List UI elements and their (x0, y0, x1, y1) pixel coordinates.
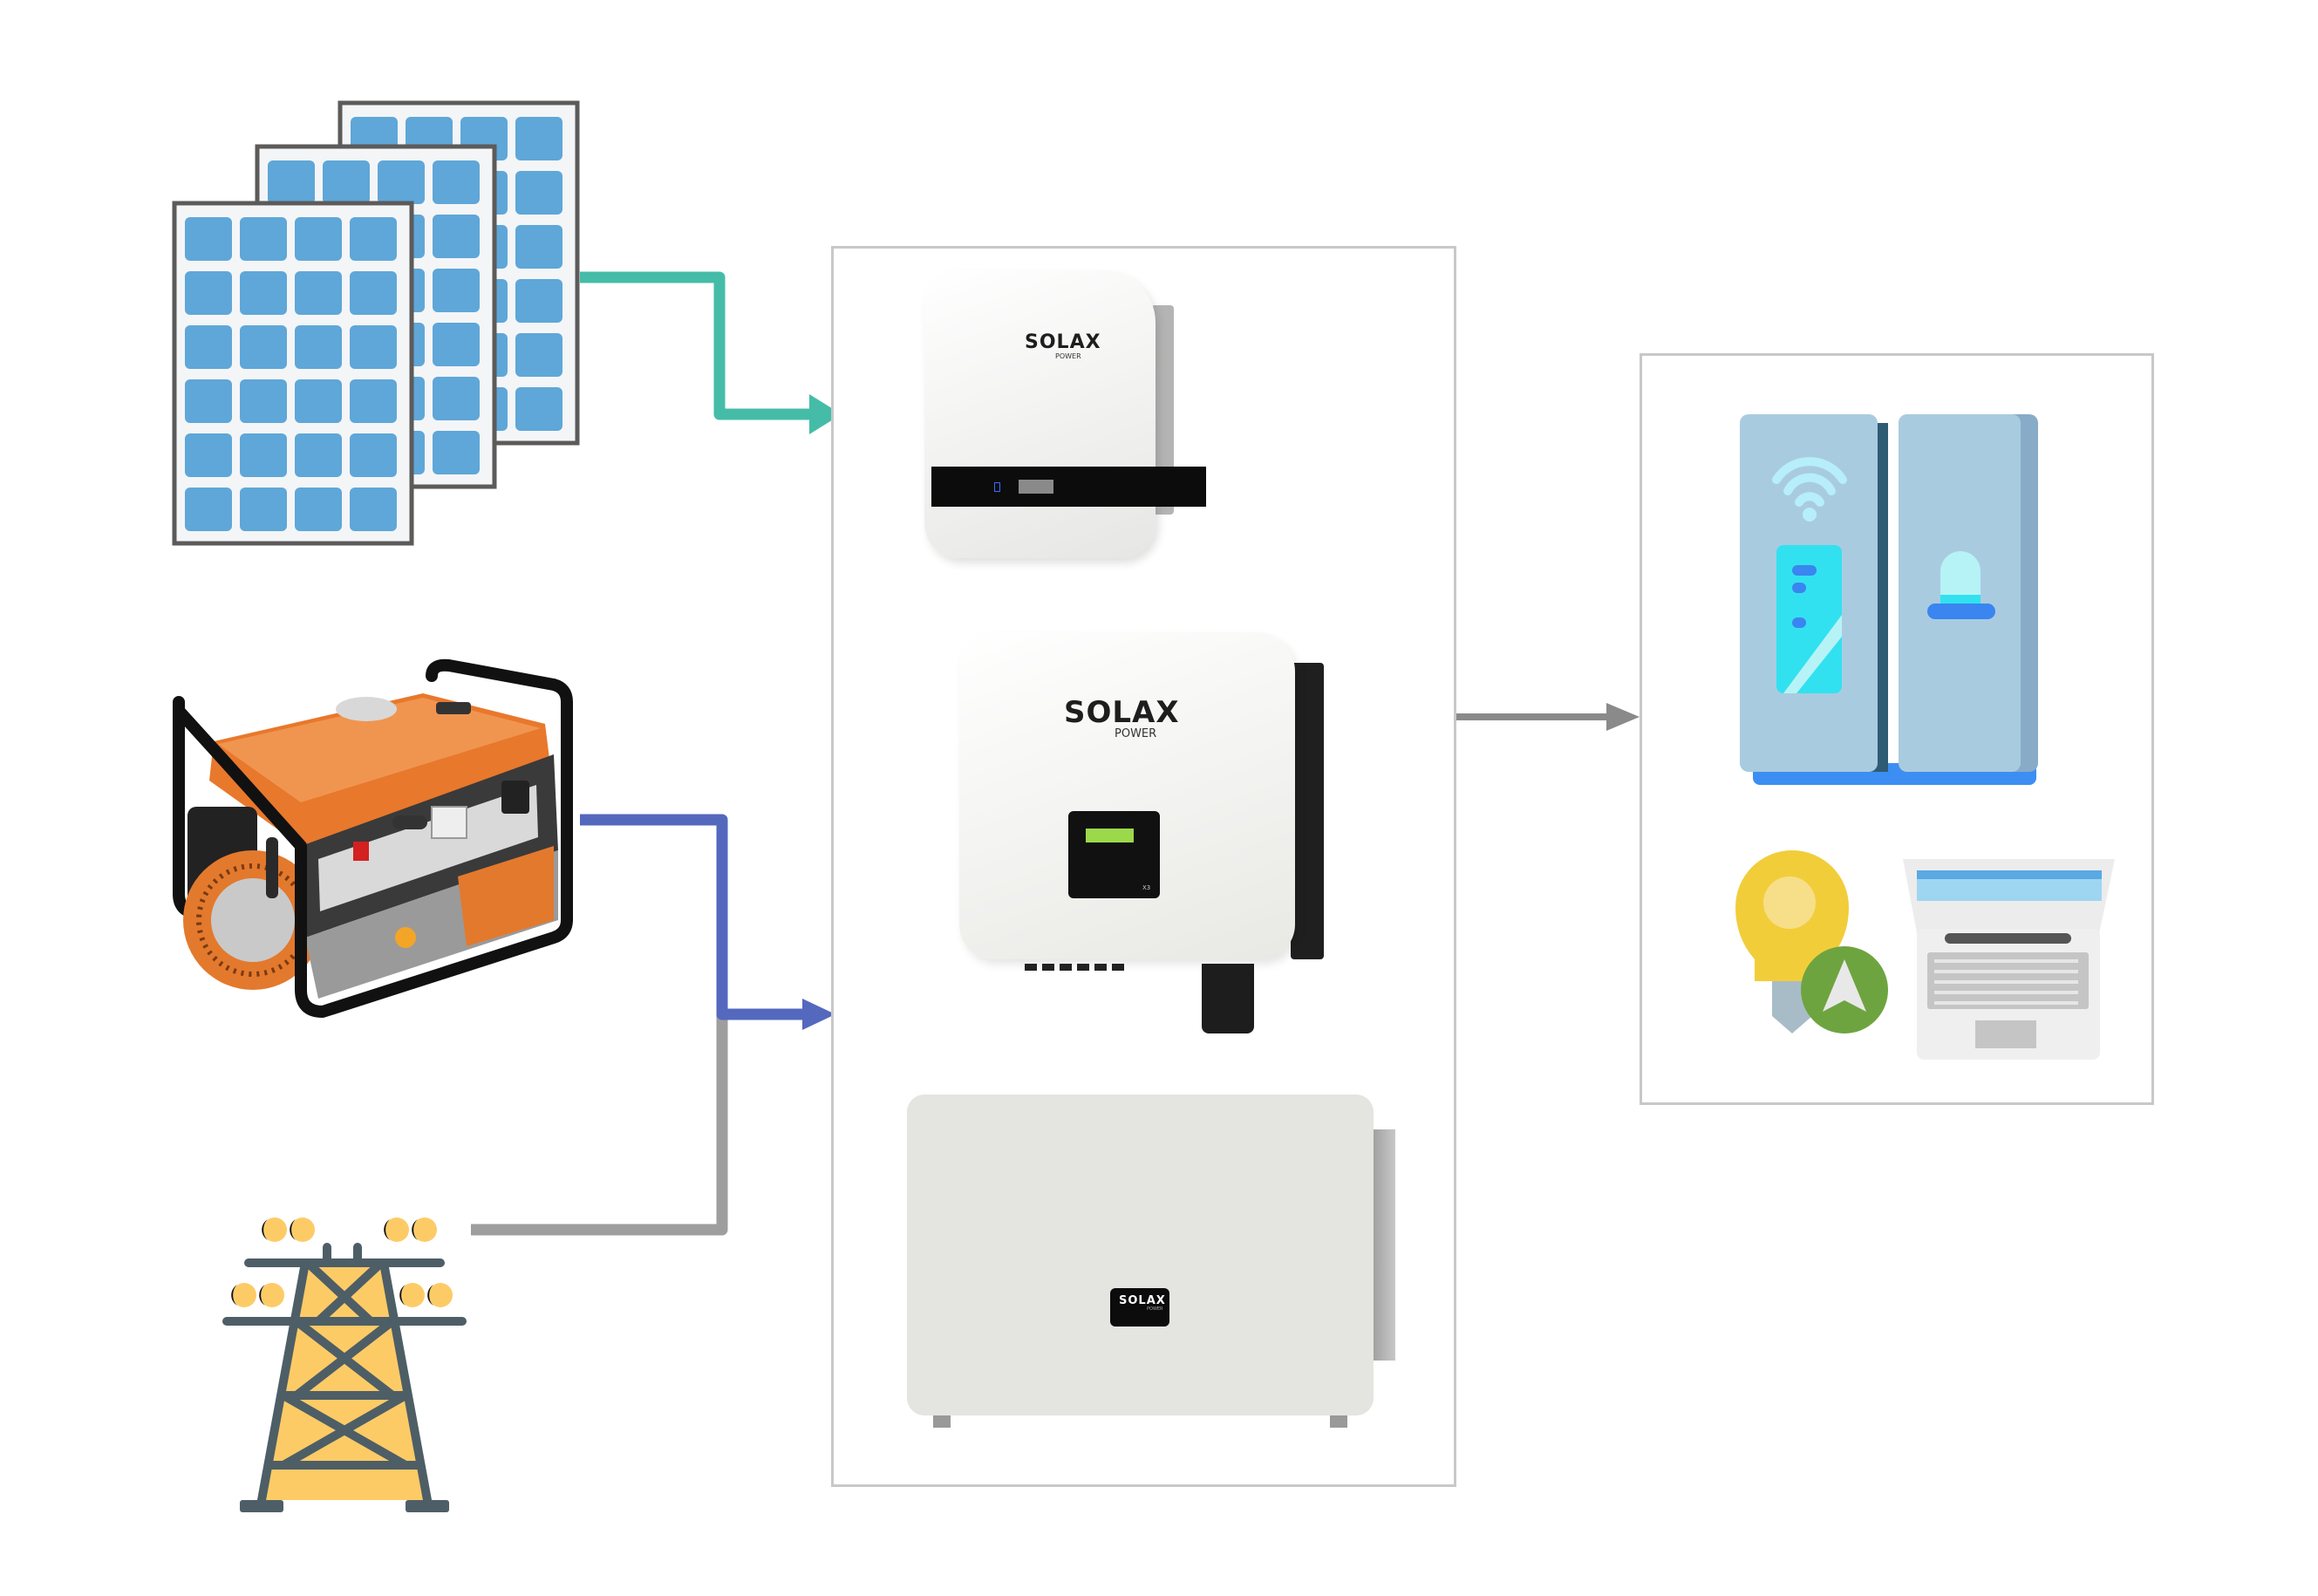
solar-cell (433, 269, 480, 312)
status-led-icon (994, 482, 1000, 492)
inverter-heatsink (1291, 663, 1324, 959)
solar-cell (240, 488, 287, 531)
solar-cell (240, 271, 287, 315)
solar-cell (323, 160, 370, 204)
inverter-2: SOLAX POWER X3 (959, 632, 1326, 1033)
solar-cell (240, 379, 287, 423)
solar-cell (433, 431, 480, 474)
solar-cell (185, 217, 232, 261)
solar-cell (350, 217, 397, 261)
solar-cell (240, 433, 287, 477)
generator (170, 658, 580, 1025)
display-badge (1110, 1288, 1169, 1327)
solar-cell (433, 160, 480, 204)
inverter-body (959, 632, 1295, 959)
solar-cell (185, 271, 232, 315)
solar-cell (378, 160, 425, 204)
brand-subtitle: POWER (1147, 1306, 1163, 1312)
laptop (1901, 846, 2119, 1064)
solar-cell (350, 488, 397, 531)
solar-cell (185, 379, 232, 423)
generator-connector (580, 814, 807, 1020)
inverter-1: SOLAX POWER (924, 270, 1206, 563)
inverter-heatsink (1369, 1129, 1395, 1361)
solar-cell (295, 433, 342, 477)
inverter-body (907, 1095, 1374, 1415)
mount-foot-left (933, 1415, 951, 1428)
solar-cell (295, 271, 342, 315)
brand-subtitle: POWER (1055, 352, 1081, 360)
solar-cell (515, 225, 562, 269)
laptop-icon (1903, 859, 2115, 1060)
brand-logo: SOLAX (1064, 695, 1180, 730)
lcd-display (1019, 480, 1053, 494)
solar-cell (295, 217, 342, 261)
solar-cell (268, 160, 315, 204)
solar-cell (240, 217, 287, 261)
brand-logo: SOLAX (1025, 331, 1101, 353)
grid-connector (471, 1014, 728, 1236)
output-arrowhead (1606, 703, 1640, 731)
solar-cell (515, 279, 562, 323)
utility-grid (222, 1212, 467, 1526)
solar-cell (185, 325, 232, 369)
refrigerator-icon (1740, 414, 2038, 785)
model-mark: X3 (1142, 884, 1151, 891)
lightbulb-icon (1735, 850, 1888, 1033)
mount-foot-right (1330, 1415, 1347, 1428)
solar-cell (515, 171, 562, 215)
solar-cell (433, 377, 480, 420)
refrigerator (1740, 401, 2049, 807)
smart-bulb (1735, 850, 1892, 1042)
generator-icon (173, 658, 573, 1018)
dc-connectors (1025, 964, 1129, 971)
solar-connector (580, 271, 811, 420)
solar-cell (515, 117, 562, 160)
solar-cell (515, 333, 562, 377)
transmission-tower-icon (222, 1217, 467, 1512)
solar-cell (295, 325, 342, 369)
brand-logo: SOLAX (1119, 1294, 1166, 1307)
solar-cell (185, 488, 232, 531)
solar-cell (185, 433, 232, 477)
brand-subtitle: POWER (1115, 727, 1157, 740)
solar-cell (350, 325, 397, 369)
solar-cell (515, 387, 562, 431)
solar-cell (350, 433, 397, 477)
display-strip (931, 467, 1206, 507)
ac-connector (1202, 964, 1254, 1033)
solar-cell (433, 323, 480, 366)
display-panel (1068, 811, 1160, 898)
solar-panel (172, 201, 414, 546)
solar-cell (295, 379, 342, 423)
solar-panel-icon (172, 100, 580, 546)
inverter-3: SOLAX POWER (907, 1095, 1413, 1443)
inverter-body (924, 270, 1156, 558)
solar-cell (350, 379, 397, 423)
solar-cell (433, 215, 480, 258)
solar-cell (295, 488, 342, 531)
solar-cell (350, 271, 397, 315)
lcd-display (1086, 829, 1134, 842)
solar-panels (170, 100, 589, 556)
solar-cell (240, 325, 287, 369)
